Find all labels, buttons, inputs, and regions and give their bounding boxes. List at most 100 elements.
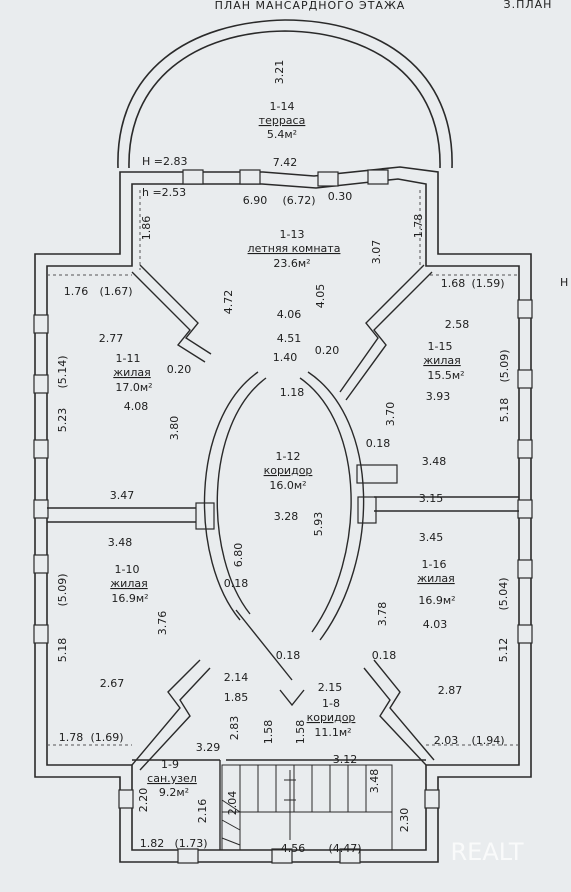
dimension-label: 3.45	[419, 531, 444, 544]
dimension-label: (1.67)	[99, 285, 132, 298]
dimension-label: 2.16	[196, 799, 209, 824]
room-area: 16.9м²	[111, 592, 148, 605]
dimension-label: 2.04	[226, 791, 239, 816]
dimension-label: (1.94)	[471, 734, 504, 747]
dimension-label: 0.18	[224, 577, 249, 590]
dimension-label: 0.20	[315, 344, 340, 357]
room-name: жилая	[417, 572, 454, 585]
dimension-label: (1.59)	[471, 277, 504, 290]
dimension-label: 3.21	[273, 60, 286, 85]
dimension-label: 1.18	[280, 386, 305, 399]
dimension-label: 4.56	[281, 842, 306, 855]
partitions	[47, 264, 519, 850]
dimension-label: 3.48	[108, 536, 133, 549]
edge-mark: H	[560, 276, 568, 289]
room-name: жилая	[113, 366, 150, 379]
door-openings	[195, 464, 398, 530]
dimension-label: 1.68	[441, 277, 466, 290]
room-area: 16.0м²	[269, 479, 306, 492]
room-area: 15.5м²	[427, 369, 464, 382]
room-name: коридор	[307, 711, 356, 724]
dimension-label: 4.72	[222, 290, 235, 315]
dimension-label: 3.07	[370, 240, 383, 265]
dimension-label: (5.09)	[56, 573, 69, 606]
room-id: 1-10	[115, 563, 140, 576]
dimension-label: 4.05	[314, 284, 327, 309]
dimension-label: 3.93	[426, 390, 451, 403]
dimension-label: 3.78	[376, 602, 389, 627]
room-id: 1-14	[270, 100, 295, 113]
dimension-label: 4.08	[124, 400, 149, 413]
plan-title: ПЛАН МАНСАРДНОГО ЭТАЖА	[215, 0, 406, 12]
room-id: 1-8	[322, 697, 340, 710]
room-name: жилая	[423, 354, 460, 367]
dimension-label: (1.69)	[90, 731, 123, 744]
dimension-label: 4.51	[277, 332, 302, 345]
dashed-boundaries	[47, 190, 519, 746]
dimension-label: 2.87	[438, 684, 463, 697]
room-name: коридор	[264, 464, 313, 477]
dimension-label: 3.28	[274, 510, 299, 523]
windows	[33, 169, 533, 864]
dimension-label: (5.14)	[56, 355, 69, 388]
dimension-label: 1.40	[273, 351, 298, 364]
dimension-label: 5.18	[56, 638, 69, 663]
dimension-label: 5.12	[497, 638, 510, 663]
dimension-label: 2.67	[100, 677, 125, 690]
dimension-label: (5.04)	[497, 577, 510, 610]
room-id: 1-11	[116, 352, 141, 365]
dimension-label: 6.90	[243, 194, 268, 207]
dimension-label: 3.12	[333, 753, 358, 766]
dimension-label: 0.20	[167, 363, 192, 376]
dimension-label: 3.80	[168, 416, 181, 441]
room-area: 16.9м²	[418, 594, 455, 607]
dimension-label: 0.30	[328, 190, 353, 203]
room-name: летняя комната	[248, 242, 341, 255]
dimension-label: 5.18	[498, 398, 511, 423]
dimension-label: 4.03	[423, 618, 448, 631]
dimension-label: 0.18	[372, 649, 397, 662]
dimension-label: 1.76	[64, 285, 89, 298]
dimension-label: 2.14	[224, 671, 249, 684]
dimension-label: 2.58	[445, 318, 470, 331]
dimension-label: 0.18	[276, 649, 301, 662]
dimension-label: 3.70	[384, 402, 397, 427]
room-id: 1-16	[422, 558, 447, 571]
dimension-label: 2.83	[228, 716, 241, 741]
terrace-arch	[117, 19, 453, 169]
room-area: 23.6м²	[273, 257, 310, 270]
dimension-label: (5.09)	[498, 349, 511, 382]
dimension-label: 3.47	[110, 489, 135, 502]
staircase	[221, 764, 393, 851]
dimension-label: 1.86	[140, 216, 153, 241]
dimension-label: 4.06	[277, 308, 302, 321]
dimension-label: 5.93	[312, 512, 325, 537]
dimension-label: 0.18	[366, 437, 391, 450]
dimension-label: 2.20	[137, 788, 150, 813]
dimension-label: 1.82	[140, 837, 165, 850]
room-area: 9.2м²	[159, 786, 189, 799]
dimension-label: 1.78	[412, 214, 425, 239]
height-mark: h =2.53	[142, 186, 186, 199]
room-id: 1-15	[428, 340, 453, 353]
room-id: 1-12	[276, 450, 301, 463]
dimension-label: 6.80	[232, 543, 245, 568]
room-area: 5.4м²	[267, 128, 297, 141]
dimension-label: 2.15	[318, 681, 343, 694]
dimension-label: 2.77	[99, 332, 124, 345]
room-name: жилая	[110, 577, 147, 590]
dimension-label: 3.48	[422, 455, 447, 468]
room-labels: 1-14 терраса 5.4м² 1-13 летняя комната 2…	[110, 100, 464, 799]
dimension-label: 1.58	[262, 720, 275, 745]
dimension-label: 5.23	[56, 408, 69, 433]
dimension-label: 1.85	[224, 691, 249, 704]
dimension-label: 3.48	[368, 769, 381, 794]
dimension-label: 1.78	[59, 731, 84, 744]
room-id: 1-13	[280, 228, 305, 241]
room-name: сан.узел	[147, 772, 197, 785]
dimension-label: (1.73)	[174, 837, 207, 850]
dimension-label: 2.03	[434, 734, 459, 747]
dimension-label: 2.30	[398, 808, 411, 833]
